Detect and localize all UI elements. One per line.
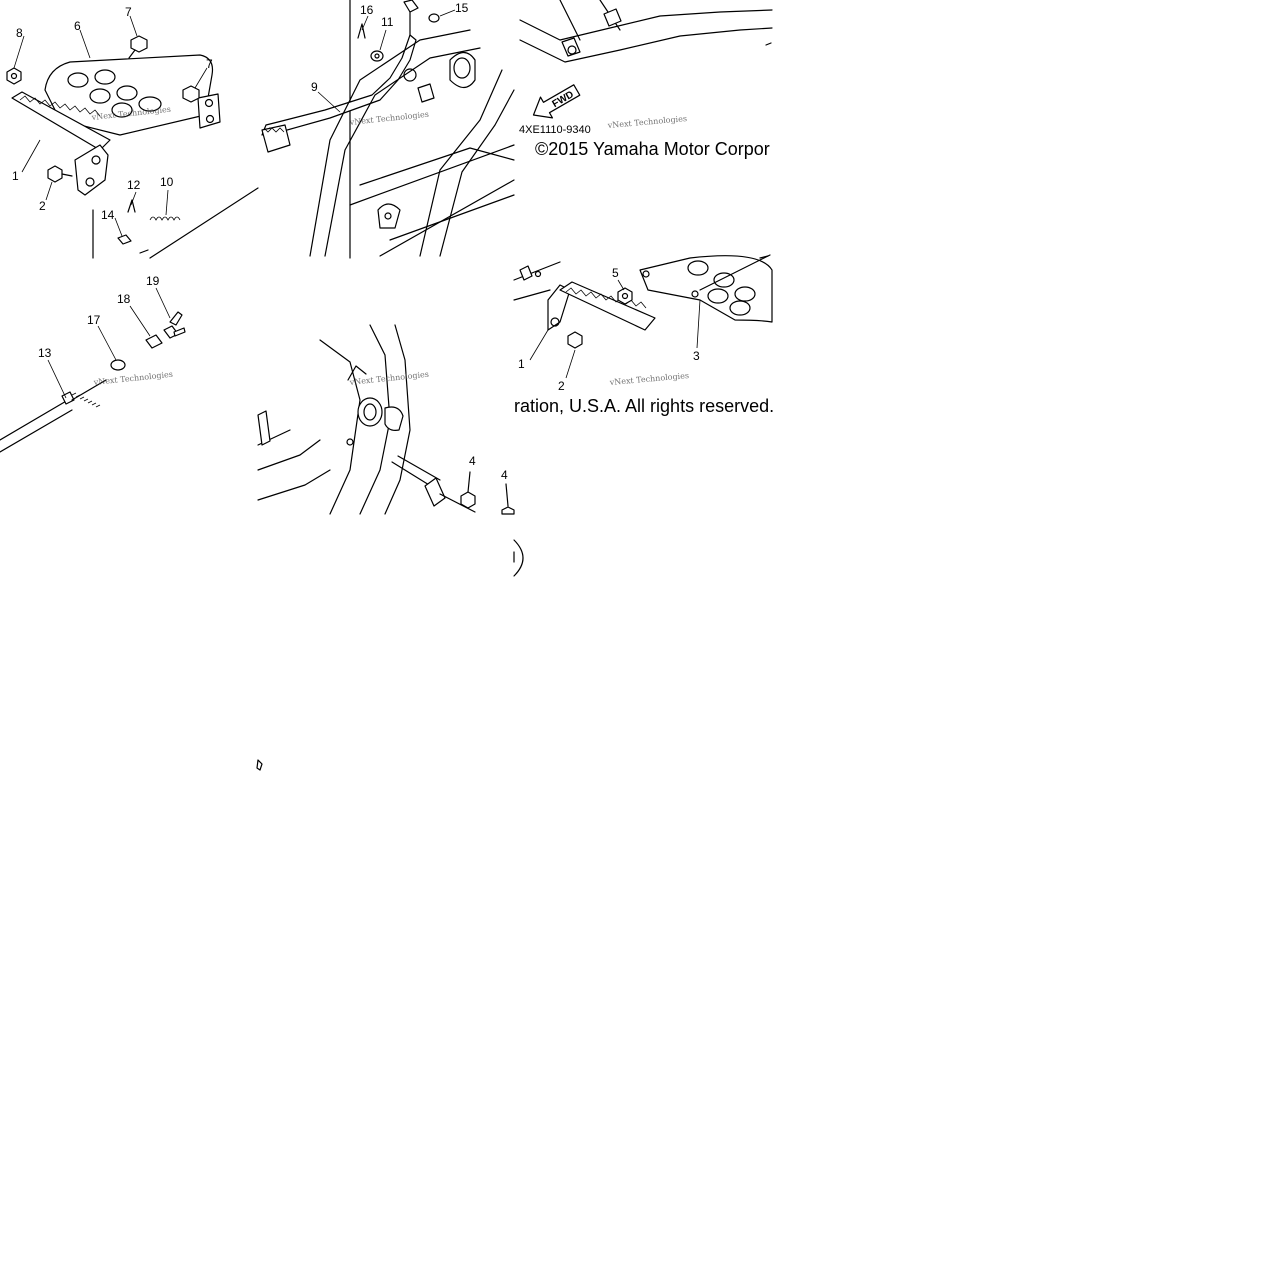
frame-pivot-section <box>257 324 515 515</box>
callout-9: 9 <box>311 80 318 94</box>
cotter-pin-icon <box>357 23 366 39</box>
frame-section-top-right <box>519 0 773 63</box>
bolt-icon <box>567 331 583 349</box>
callout-12: 12 <box>127 178 141 192</box>
watermark: vNext Technologies <box>606 114 687 130</box>
copyright-part-2: ration, U.S.A. All rights reserved. <box>514 396 774 416</box>
callout-3: 3 <box>693 349 700 363</box>
fragment-mark <box>256 759 263 771</box>
copyright-part-1: ©2015 Yamaha Motor Corpor <box>535 139 770 159</box>
pin-icon <box>403 0 419 13</box>
wing-nut-icon <box>163 311 186 339</box>
brake-rod-assembly <box>0 287 186 453</box>
callout-17: 17 <box>87 313 101 327</box>
nut-icon <box>6 67 22 85</box>
cotter-pin-icon <box>127 199 136 213</box>
watermark: vNext Technologies <box>348 370 429 387</box>
callout-7: 7 <box>125 5 132 19</box>
bolt-icon <box>47 165 73 183</box>
part-number: 4XE1110-9340 <box>519 124 591 136</box>
callout-4b: 4 <box>501 468 508 482</box>
bolt-icon <box>501 483 515 515</box>
fragment-arc <box>513 539 524 577</box>
callout-2: 2 <box>39 199 46 213</box>
callout-13: 13 <box>38 346 52 360</box>
callouts-tile-e: 4 4 <box>469 454 508 482</box>
callout-10: 10 <box>160 175 174 189</box>
nut-icon <box>617 287 633 305</box>
callout-7b: 7 <box>206 57 213 71</box>
washer-icon <box>428 13 440 23</box>
footrest-assembly-right <box>513 254 773 379</box>
pin-icon <box>145 334 163 349</box>
callout-6: 6 <box>74 19 81 33</box>
watermark: vNext Technologies <box>92 370 173 387</box>
callouts-tile-f: 5 1 2 3 <box>518 266 700 393</box>
callout-14: 14 <box>101 208 115 222</box>
washer-icon <box>370 50 384 62</box>
pin-icon <box>117 234 132 245</box>
callout-1r: 1 <box>518 357 525 371</box>
callouts-tile-a: 8 6 7 7 1 2 12 10 14 <box>12 5 213 222</box>
callout-1: 1 <box>12 169 19 183</box>
callout-8: 8 <box>16 26 23 40</box>
callout-16: 16 <box>360 3 374 17</box>
bolt-icon <box>128 35 148 59</box>
callout-19: 19 <box>146 274 160 288</box>
bolt-icon <box>460 471 476 509</box>
spring-icon <box>110 359 126 371</box>
watermark: vNext Technologies <box>608 371 689 387</box>
watermark: vNext Technologies <box>348 110 429 127</box>
footrest-assembly-left <box>6 15 259 259</box>
callouts-tile-d: 13 17 18 19 <box>38 274 160 360</box>
callout-4: 4 <box>469 454 476 468</box>
callout-18: 18 <box>117 292 131 306</box>
bolt-icon <box>182 85 200 103</box>
callouts-tile-b: 16 11 15 9 <box>311 1 469 94</box>
fwd-label: FWD <box>551 89 576 110</box>
callout-5: 5 <box>612 266 619 280</box>
callout-2r: 2 <box>558 379 565 393</box>
callout-11: 11 <box>381 15 394 29</box>
callout-15: 15 <box>455 1 469 15</box>
brake-pedal-assembly <box>261 0 515 259</box>
fwd-arrow-icon: FWD <box>532 84 581 119</box>
